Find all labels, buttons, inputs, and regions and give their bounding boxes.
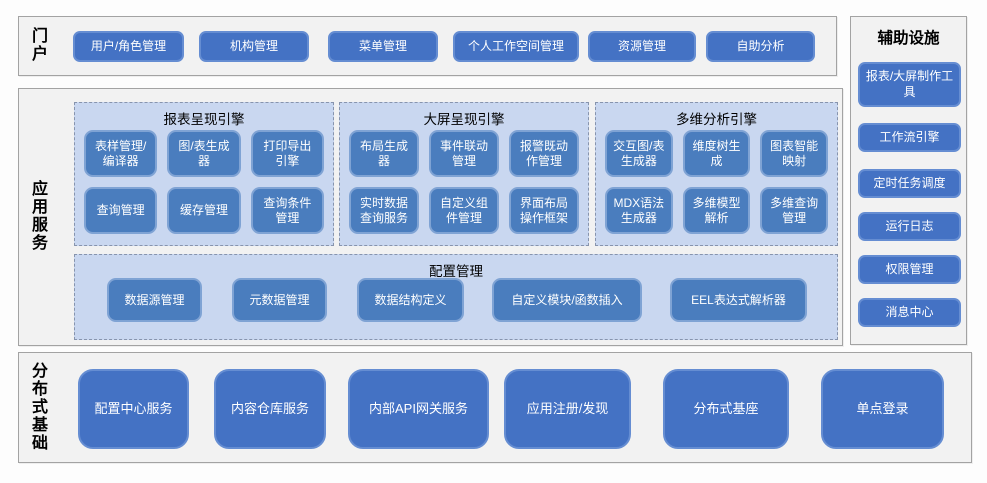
portal-label: 门户 xyxy=(31,27,48,63)
multidim-analysis-engine-group: 多维分析引擎 交互图/表生成器 维度树生成 图表智能映射 MDX语法生成器 多维… xyxy=(595,102,838,246)
node-query-condition-management: 查询条件管理 xyxy=(250,187,324,234)
node-ui-layout-operation-framework: 界面布局操作框架 xyxy=(509,187,579,234)
node-single-sign-on: 单点登录 xyxy=(821,369,944,449)
node-multidim-query-management: 多维查询管理 xyxy=(760,187,828,234)
node-workflow-engine: 工作流引擎 xyxy=(858,123,961,152)
node-content-repository-service: 内容仓库服务 xyxy=(214,369,326,449)
app-services-section: 应用服务 报表呈现引擎 表样管理/编译器 图/表生成器 打印导出引擎 查询管理 … xyxy=(18,88,843,346)
node-metadata-management: 元数据管理 xyxy=(232,278,327,322)
distributed-foundation-section: 分布式基础 配置中心服务 内容仓库服务 内部API网关服务 应用注册/发现 分布… xyxy=(18,352,972,463)
node-print-export-engine: 打印导出引擎 xyxy=(250,130,324,177)
node-permission-management: 权限管理 xyxy=(858,255,961,284)
node-event-linkage-management: 事件联动管理 xyxy=(429,130,499,177)
report-rendering-engine-grid: 表样管理/编译器 图/表生成器 打印导出引擎 查询管理 缓存管理 查询条件管理 xyxy=(75,129,333,245)
node-scheduled-task-dispatch: 定时任务调度 xyxy=(858,169,961,198)
node-org-management: 机构管理 xyxy=(199,31,309,62)
multidim-analysis-engine-title: 多维分析引擎 xyxy=(676,112,757,127)
app-services-label: 应用服务 xyxy=(31,180,48,253)
auxiliary-facilities-panel: 辅助设施 报表/大屏制作工具 工作流引擎 定时任务调度 运行日志 权限管理 消息… xyxy=(850,16,967,345)
node-message-center: 消息中心 xyxy=(858,298,961,327)
auxiliary-facilities-title: 辅助设施 xyxy=(877,30,940,47)
node-self-service-analysis: 自助分析 xyxy=(706,31,815,62)
node-personal-workspace-management: 个人工作空间管理 xyxy=(453,31,579,62)
node-custom-component-management: 自定义组件管理 xyxy=(429,187,499,234)
node-chart-table-generator: 图/表生成器 xyxy=(167,130,241,177)
node-distributed-base: 分布式基座 xyxy=(663,369,789,449)
report-rendering-engine-title: 报表呈现引擎 xyxy=(163,112,245,127)
distributed-foundation-label: 分布式基础 xyxy=(31,362,48,452)
node-eel-expression-parser: EEL表达式解析器 xyxy=(670,278,807,322)
node-interactive-chart-generator: 交互图/表生成器 xyxy=(605,130,673,177)
portal-section: 门户 用户/角色管理 机构管理 菜单管理 个人工作空间管理 资源管理 自助分析 xyxy=(18,16,837,76)
node-query-management: 查询管理 xyxy=(84,187,158,234)
node-mdx-syntax-generator: MDX语法生成器 xyxy=(605,187,673,234)
node-app-registration-discovery: 应用注册/发现 xyxy=(504,369,631,449)
node-multidim-model-parsing: 多维模型解析 xyxy=(682,187,751,234)
node-alarm-action-management: 报警既动作管理 xyxy=(509,130,579,177)
node-realtime-data-query-service: 实时数据查询服务 xyxy=(349,187,419,234)
node-resource-management: 资源管理 xyxy=(588,31,696,62)
node-data-structure-definition: 数据结构定义 xyxy=(357,278,464,322)
node-chart-smart-mapping: 图表智能映射 xyxy=(760,130,828,177)
node-report-template-manager-compiler: 表样管理/编译器 xyxy=(84,130,158,177)
dashboard-rendering-engine-title: 大屏呈现引擎 xyxy=(423,112,505,127)
config-management-group: 配置管理 数据源管理 元数据管理 数据结构定义 自定义模块/函数插入 EEL表达… xyxy=(74,254,838,340)
node-run-logs: 运行日志 xyxy=(858,212,961,241)
node-config-center-service: 配置中心服务 xyxy=(78,369,189,449)
dashboard-rendering-engine-group: 大屏呈现引擎 布局生成器 事件联动管理 报警既动作管理 实时数据查询服务 自定义… xyxy=(339,102,589,246)
node-internal-api-gateway-service: 内部API网关服务 xyxy=(348,369,489,449)
node-report-dashboard-authoring-tool: 报表/大屏制作工具 xyxy=(858,62,961,107)
report-rendering-engine-group: 报表呈现引擎 表样管理/编译器 图/表生成器 打印导出引擎 查询管理 缓存管理 … xyxy=(74,102,334,246)
node-layout-generator: 布局生成器 xyxy=(349,130,419,177)
node-dimension-tree-generation: 维度树生成 xyxy=(682,130,751,177)
node-custom-module-function-insert: 自定义模块/函数插入 xyxy=(492,278,642,322)
config-management-title: 配置管理 xyxy=(429,264,483,279)
multidim-analysis-engine-grid: 交互图/表生成器 维度树生成 图表智能映射 MDX语法生成器 多维模型解析 多维… xyxy=(596,129,837,245)
dashboard-rendering-engine-grid: 布局生成器 事件联动管理 报警既动作管理 实时数据查询服务 自定义组件管理 界面… xyxy=(340,129,588,245)
node-menu-management: 菜单管理 xyxy=(328,31,438,62)
node-datasource-management: 数据源管理 xyxy=(107,278,202,322)
node-cache-management: 缓存管理 xyxy=(167,187,241,234)
node-user-role-management: 用户/角色管理 xyxy=(73,31,184,62)
